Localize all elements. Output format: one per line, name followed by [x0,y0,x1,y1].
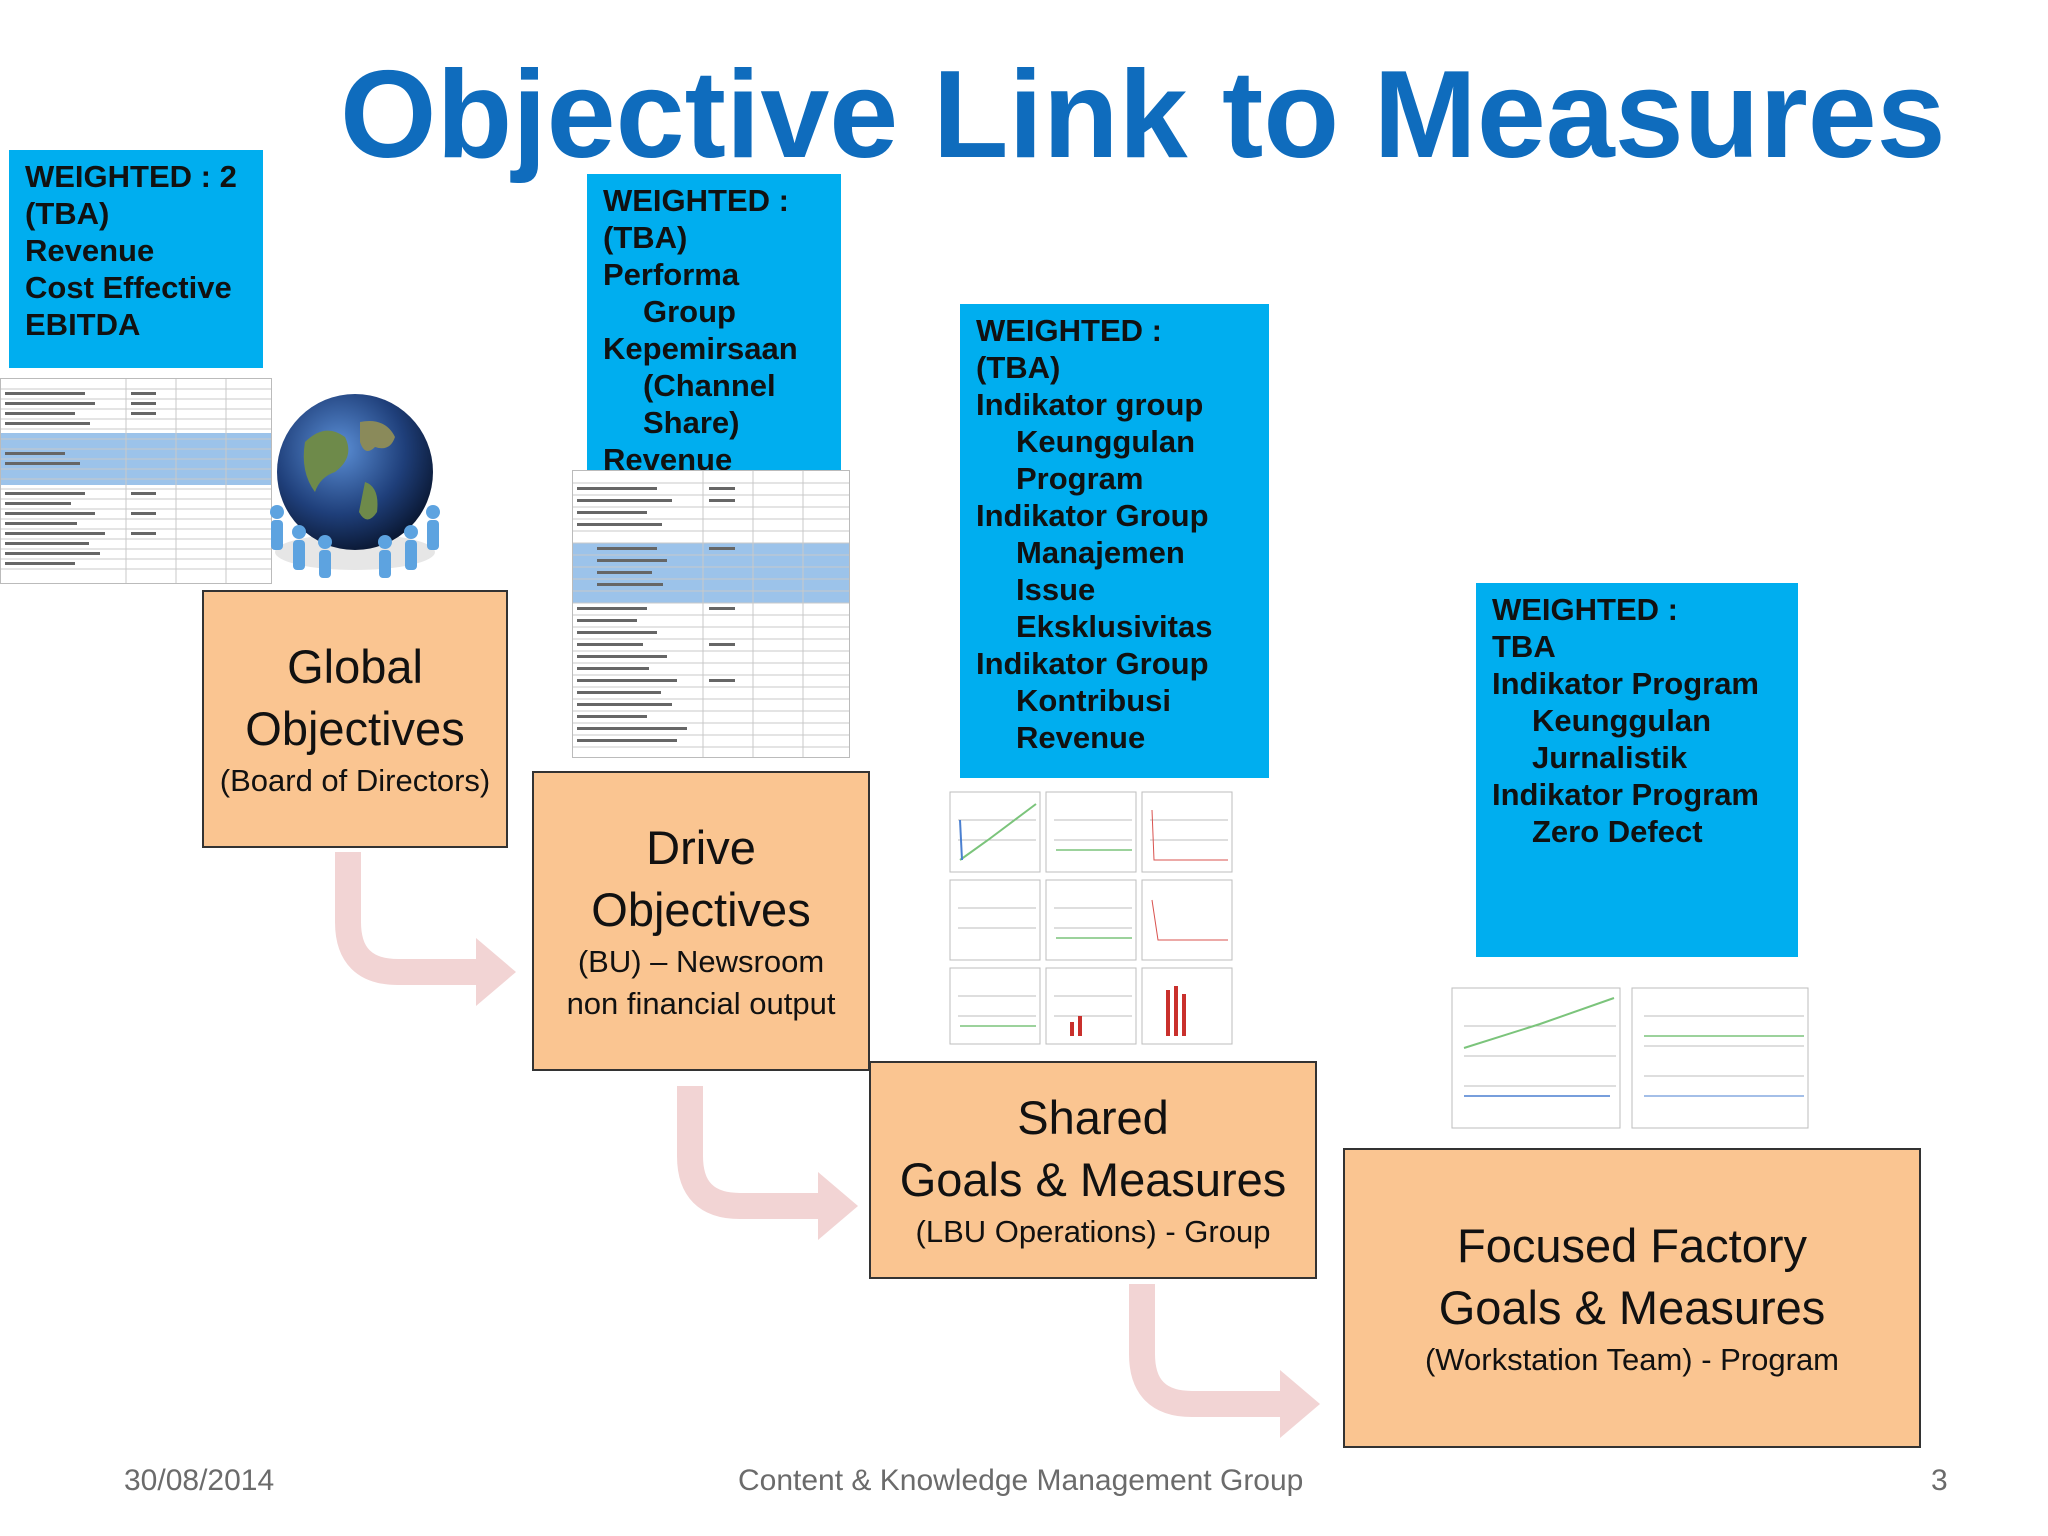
weight-line: WEIGHTED : [603,183,789,218]
stage-subtitle: (Board of Directors) [219,763,491,798]
weight-line: Kontribusi [1016,683,1171,718]
weight-line: Kepemirsaan [603,331,798,366]
weight-line: Indikator Group [976,646,1209,681]
stage-subtitle: (LBU Operations) - Group [915,1214,1271,1249]
weight-line: Revenue [25,233,155,268]
weight-line: (TBA) [25,196,110,231]
weight-line: WEIGHTED : [976,313,1162,348]
shared-charts-image [948,790,1238,1048]
global-weight-box: WEIGHTED : 2 (TBA) Revenue Cost Effectiv… [9,150,263,368]
global-objectives-box: Global Objectives (Board of Directors) [202,590,508,848]
weight-line: Manajemen [1016,535,1185,570]
footer-page-number: 3 [1931,1464,1948,1497]
shared-goals-box: Shared Goals & Measures (LBU Operations)… [869,1061,1317,1279]
weight-line: Group [643,294,736,329]
stage-subtitle: non financial output [566,986,836,1021]
weight-line: TBA [1492,629,1556,664]
weight-line: WEIGHTED : 2 [25,159,237,194]
weight-line: Keunggulan [1016,424,1196,459]
scorecard-table-image [0,378,272,584]
globe-people-icon [270,394,440,578]
drive-table-image [572,470,850,758]
weight-line: Share) [643,405,740,440]
weight-line: Indikator Program [1492,777,1759,812]
weight-line: Indikator Group [976,498,1209,533]
stage-title: Goals & Measures [1438,1281,1826,1334]
stage-subtitle: (Workstation Team) - Program [1424,1342,1840,1377]
focused-factory-box: Focused Factory Goals & Measures (Workst… [1343,1148,1921,1448]
weight-line: WEIGHTED : [1492,592,1678,627]
stage-title: Goals & Measures [899,1153,1287,1206]
weight-line: Jurnalistik [1532,740,1688,775]
factory-charts-image [1450,986,1812,1132]
drive-weight-box: WEIGHTED : (TBA) Performa Group Kepemirs… [587,174,841,482]
drive-objectives-box: Drive Objectives (BU) – Newsroom non fin… [532,771,870,1071]
arrow-drive-to-shared [677,1086,858,1240]
weight-line: Cost Effective [25,270,232,305]
shared-weight-box: WEIGHTED : (TBA) Indikator group Keunggu… [960,304,1269,778]
weight-line: Indikator Program [1492,666,1759,701]
weight-line: EBITDA [25,307,141,342]
weight-line: Indikator group [976,387,1204,422]
stage-title: Objectives [245,702,465,755]
weight-line: Issue [1016,572,1096,607]
stage-title: Global [287,640,423,693]
stage-title: Drive [646,821,756,874]
weight-line: Program [1016,461,1144,496]
stage-subtitle: (BU) – Newsroom [577,944,825,979]
arrow-global-to-drive [335,852,516,1006]
footer-date: 30/08/2014 [124,1464,275,1497]
stage-title: Objectives [591,883,811,936]
footer-organization: Content & Knowledge Management Group [738,1464,1304,1497]
weight-line: (TBA) [976,350,1061,385]
stage-title: Focused Factory [1456,1219,1808,1272]
factory-weight-box: WEIGHTED : TBA Indikator Program Keunggu… [1476,583,1798,957]
weight-line: Keunggulan [1532,703,1712,738]
weight-line: Eksklusivitas [1016,609,1213,644]
weight-line: Performa [603,257,740,292]
weight-line: (Channel [643,368,776,403]
weight-line: Zero Defect [1532,814,1703,849]
arrow-shared-to-factory [1129,1284,1320,1438]
page-title: Objective Link to Measures [340,46,1946,184]
weight-line: Revenue [1016,720,1146,755]
stage-title: Shared [1017,1091,1169,1144]
weight-line: (TBA) [603,220,688,255]
